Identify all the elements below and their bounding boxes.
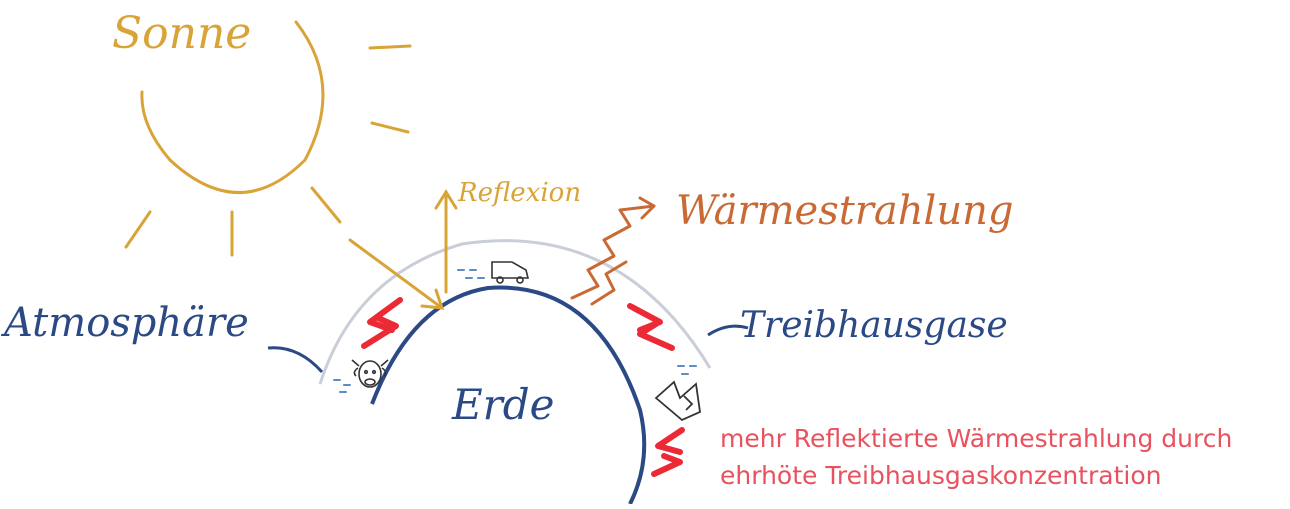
greenhouse-gases-label: Treibhausgase — [740, 305, 1008, 346]
atmosphere-label: Atmosphäre — [4, 300, 249, 346]
earth-label: Erde — [452, 380, 554, 429]
factory-icon — [656, 382, 700, 420]
heat-radiation-label: Wärmestrahlung — [676, 188, 1013, 234]
sun-rays — [126, 46, 410, 255]
incoming-sunlight-arrow — [350, 240, 442, 308]
note-line-2: ehrhöte Treibhausgaskonzentration — [720, 461, 1161, 490]
red-exchange-arrow-left — [364, 300, 400, 346]
sun-label: Sonne — [112, 8, 251, 59]
car-icon — [492, 262, 528, 283]
red-exchange-arrow-bottom — [654, 430, 682, 474]
atmosphere-connector — [268, 348, 322, 372]
note-line-1: mehr Reflektierte Wärmestrahlung durch — [720, 424, 1232, 453]
red-exchange-arrow-right — [630, 306, 672, 348]
reflection-arrow — [436, 192, 456, 292]
reflection-label: Reflexion — [458, 178, 581, 208]
